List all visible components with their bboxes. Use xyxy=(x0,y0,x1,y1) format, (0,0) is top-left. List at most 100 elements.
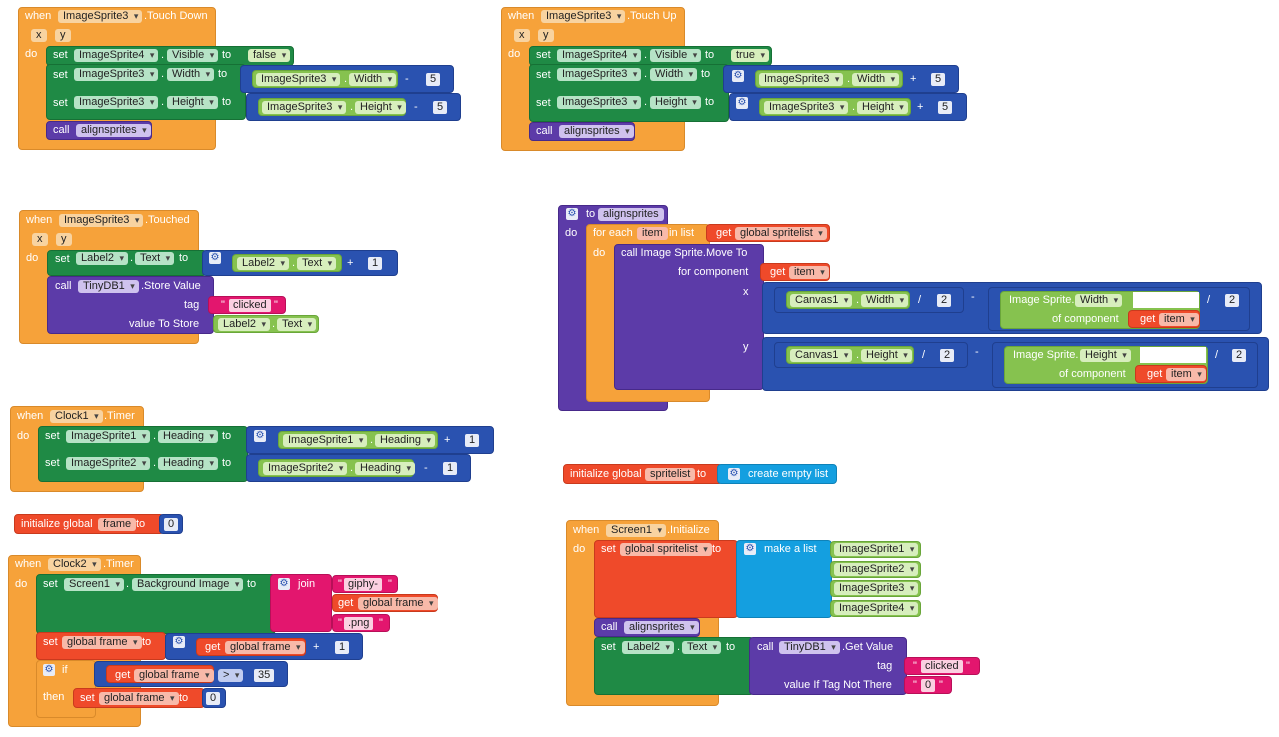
set-property-dropdown[interactable]: Text xyxy=(682,641,722,654)
generic-property-dropdown[interactable]: Height xyxy=(1080,349,1131,362)
variable-dropdown[interactable]: global spritelist xyxy=(620,543,712,556)
event-component-dropdown[interactable]: ImageSprite3 xyxy=(59,214,144,227)
component-dropdown[interactable]: ImageSprite4 xyxy=(834,602,919,615)
number-field[interactable]: 0 xyxy=(164,518,179,531)
gear-icon[interactable]: ⚙ xyxy=(43,664,55,676)
get-property-dropdown[interactable]: Text xyxy=(297,257,337,270)
get-component-dropdown[interactable]: Canvas1 xyxy=(790,349,853,362)
text-field[interactable]: 0 xyxy=(921,679,936,692)
component-dropdown[interactable]: ImageSprite2 xyxy=(834,563,919,576)
number-field[interactable]: 5 xyxy=(426,73,441,86)
gear-icon[interactable]: ⚙ xyxy=(566,208,578,220)
event-component-dropdown[interactable]: Clock1 xyxy=(50,410,103,423)
set-property-dropdown[interactable]: Background Image xyxy=(132,578,244,591)
component-dropdown[interactable]: ImageSprite3 xyxy=(834,582,919,595)
gear-icon[interactable]: ⚙ xyxy=(728,468,740,480)
set-component-dropdown[interactable]: Screen1 xyxy=(64,578,124,591)
get-component-dropdown[interactable]: ImageSprite2 xyxy=(263,462,348,475)
set-component-dropdown[interactable]: ImageSprite4 xyxy=(74,49,159,62)
number-field[interactable]: 0 xyxy=(206,692,221,705)
variable-dropdown[interactable]: global frame xyxy=(134,669,214,682)
variable-name-field[interactable]: spritelist xyxy=(645,468,696,481)
get-component-dropdown[interactable]: Canvas1 xyxy=(790,294,853,307)
set-property-dropdown[interactable]: Visible xyxy=(650,49,702,62)
param-y[interactable]: y xyxy=(55,29,71,42)
number-field[interactable]: 5 xyxy=(931,73,946,86)
procedure-name-field[interactable]: alignsprites xyxy=(598,208,664,221)
call-moveto-block[interactable] xyxy=(614,244,764,390)
get-property-dropdown[interactable]: Text xyxy=(277,318,317,331)
number-field[interactable]: 5 xyxy=(433,101,448,114)
generic-property-dropdown[interactable]: Width xyxy=(1075,294,1123,307)
gear-icon[interactable]: ⚙ xyxy=(173,636,185,648)
event-component-dropdown[interactable]: ImageSprite3 xyxy=(541,10,626,23)
create-empty-list-block[interactable] xyxy=(717,464,837,484)
procedure-dropdown[interactable]: alignsprites xyxy=(76,124,151,137)
get-component-dropdown[interactable]: Label2 xyxy=(218,318,271,331)
call-component-dropdown[interactable]: TinyDB1 xyxy=(779,641,840,654)
empty-socket[interactable] xyxy=(1133,292,1199,308)
call-component-dropdown[interactable]: TinyDB1 xyxy=(78,280,139,293)
get-property-dropdown[interactable]: Width xyxy=(861,294,909,307)
variable-dropdown[interactable]: item xyxy=(1159,313,1199,326)
gear-icon[interactable]: ⚙ xyxy=(254,430,266,442)
get-property-dropdown[interactable]: Heading xyxy=(355,462,415,475)
variable-dropdown[interactable]: global frame xyxy=(62,636,142,649)
get-property-dropdown[interactable]: Width xyxy=(349,73,397,86)
loop-variable-field[interactable]: item xyxy=(637,227,668,240)
get-component-dropdown[interactable]: ImageSprite1 xyxy=(283,434,368,447)
operator-dropdown[interactable]: > xyxy=(218,669,244,682)
set-component-dropdown[interactable]: Label2 xyxy=(76,252,129,265)
param-x[interactable]: x xyxy=(514,29,530,42)
number-field[interactable]: 2 xyxy=(1232,349,1247,362)
variable-dropdown[interactable]: global frame xyxy=(225,641,305,654)
set-property-dropdown[interactable]: Heading xyxy=(158,457,218,470)
boolean-dropdown[interactable]: true xyxy=(731,49,769,62)
set-component-dropdown[interactable]: ImageSprite3 xyxy=(74,96,159,109)
gear-icon[interactable]: ⚙ xyxy=(732,70,744,82)
get-property-dropdown[interactable]: Height xyxy=(861,349,912,362)
number-field[interactable]: 1 xyxy=(368,257,383,270)
param-y[interactable]: y xyxy=(56,233,72,246)
variable-name-field[interactable]: frame xyxy=(98,518,137,531)
param-x[interactable]: x xyxy=(32,233,48,246)
component-dropdown[interactable]: ImageSprite1 xyxy=(834,543,919,556)
number-field[interactable]: 1 xyxy=(335,641,350,654)
event-component-dropdown[interactable]: Screen1 xyxy=(606,524,666,537)
set-component-dropdown[interactable]: Label2 xyxy=(622,641,675,654)
event-component-dropdown[interactable]: Clock2 xyxy=(48,558,101,571)
variable-dropdown[interactable]: item xyxy=(1166,368,1206,381)
get-component-dropdown[interactable]: ImageSprite3 xyxy=(764,101,849,114)
procedure-dropdown[interactable]: alignsprites xyxy=(624,621,699,634)
get-component-dropdown[interactable]: ImageSprite3 xyxy=(262,101,347,114)
set-component-dropdown[interactable]: ImageSprite3 xyxy=(557,68,642,81)
procedure-dropdown[interactable]: alignsprites xyxy=(559,125,634,138)
set-property-dropdown[interactable]: Height xyxy=(167,96,218,109)
number-field[interactable]: 1 xyxy=(465,434,480,447)
get-component-dropdown[interactable]: Label2 xyxy=(237,257,290,270)
event-component-dropdown[interactable]: ImageSprite3 xyxy=(58,10,143,23)
get-component-dropdown[interactable]: ImageSprite3 xyxy=(759,73,844,86)
text-field[interactable]: clicked xyxy=(229,299,271,312)
number-field[interactable]: 5 xyxy=(938,101,953,114)
set-property-dropdown[interactable]: Height xyxy=(650,96,701,109)
get-property-dropdown[interactable]: Height xyxy=(857,101,908,114)
number-field[interactable]: 2 xyxy=(937,294,952,307)
gear-icon[interactable]: ⚙ xyxy=(209,252,221,264)
empty-socket[interactable] xyxy=(1140,347,1206,363)
call-storevalue-block[interactable] xyxy=(47,276,214,334)
set-component-dropdown[interactable]: ImageSprite3 xyxy=(74,68,159,81)
variable-dropdown[interactable]: global spritelist xyxy=(735,227,827,240)
boolean-dropdown[interactable]: false xyxy=(248,49,291,62)
set-component-dropdown[interactable]: ImageSprite1 xyxy=(66,430,151,443)
set-component-dropdown[interactable]: ImageSprite2 xyxy=(66,457,151,470)
set-property-dropdown[interactable]: Heading xyxy=(158,430,218,443)
set-property-dropdown[interactable]: Width xyxy=(167,68,215,81)
variable-dropdown[interactable]: global frame xyxy=(358,597,438,610)
get-property-dropdown[interactable]: Heading xyxy=(375,434,435,447)
variable-dropdown[interactable]: item xyxy=(789,266,829,279)
number-field[interactable]: 2 xyxy=(1225,294,1240,307)
param-x[interactable]: x xyxy=(31,29,47,42)
text-field[interactable]: giphy- xyxy=(344,578,382,591)
set-component-dropdown[interactable]: ImageSprite4 xyxy=(557,49,642,62)
